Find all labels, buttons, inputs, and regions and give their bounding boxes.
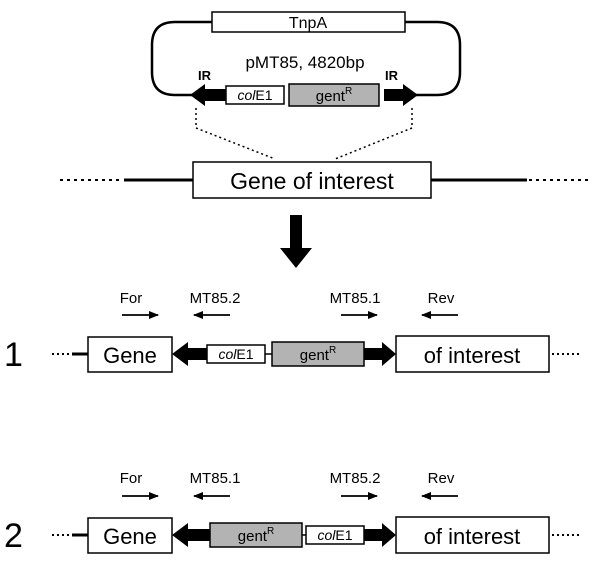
ir-left-arrow [190, 84, 226, 106]
cole1-label: colE1 [237, 87, 272, 103]
primer-label: MT85.2 [190, 290, 241, 307]
gene-right-label: of interest [424, 524, 521, 549]
cole1-box [225, 85, 285, 105]
gene-of-interest-label: Gene of interest [230, 168, 394, 194]
result-2: For MT85.1 MT85.2 Rev 2 Gene gentR colE1… [4, 470, 582, 555]
ir-right-arrow [364, 342, 396, 366]
gene-right-label: of interest [424, 343, 521, 368]
insertion-projection [195, 108, 413, 160]
ir-left-arrow [172, 523, 210, 547]
gene-right-box [395, 516, 550, 554]
gene-right-box [395, 335, 550, 373]
gene-left-label: Gene [103, 343, 157, 368]
target-gene: Gene of interest [60, 161, 588, 199]
gene-of-interest-box [192, 161, 432, 199]
primer-label: Rev [428, 470, 455, 487]
primer-label: For [120, 290, 143, 307]
gene-left-box [87, 517, 173, 554]
cole1-label: colE1 [218, 346, 253, 362]
gene-left-box [87, 336, 173, 373]
tnpa-box [211, 11, 406, 33]
ir-left-label: IR [198, 68, 212, 83]
plasmid-backbone-right [405, 20, 462, 97]
primer-label: MT85.2 [330, 470, 381, 487]
gene-left-label: Gene [103, 524, 157, 549]
insertion-arrow [280, 215, 312, 268]
primer-label: For [120, 470, 143, 487]
result-number: 1 [4, 336, 23, 374]
primer-label: MT85.1 [190, 470, 241, 487]
ir-right-arrow [364, 523, 396, 547]
primer-label: MT85.1 [330, 290, 381, 307]
plasmid-backbone-left [150, 20, 212, 97]
tnpa-label: TnpA [289, 15, 328, 32]
primer-label: Rev [428, 290, 455, 307]
result-number: 2 [4, 517, 23, 555]
gent-resistance-label: gentR [238, 526, 274, 545]
result-1: For MT85.2 MT85.1 Rev 1 Gene colE1 gentR… [4, 290, 582, 374]
plasmid-name: pMT85, 4820bp [245, 53, 364, 72]
gent-resistance-box [288, 83, 380, 107]
plasmid-pmt85: TnpA pMT85, 4820bp IR colE1 gentR IR [150, 11, 462, 107]
ir-right-arrow [384, 84, 418, 106]
cole1-label: colE1 [317, 527, 352, 543]
gent-resistance-label: gentR [316, 86, 352, 105]
ir-right-label: IR [385, 68, 399, 83]
ir-left-arrow [172, 342, 207, 366]
gent-resistance-label: gentR [300, 345, 336, 364]
